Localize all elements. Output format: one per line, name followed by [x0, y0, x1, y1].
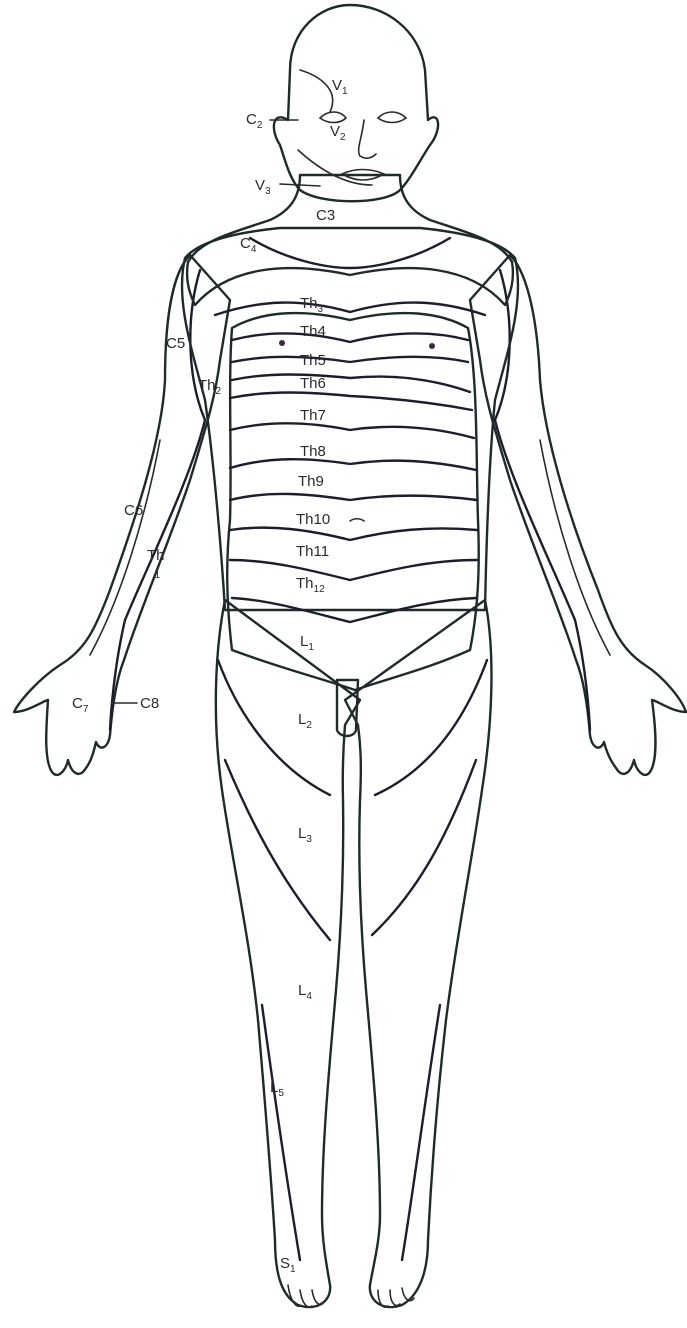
band-th7 [230, 393, 472, 411]
thoracic-region [227, 313, 479, 690]
right-eye [378, 112, 406, 123]
navel [350, 519, 364, 521]
label-v3: V3 [255, 177, 271, 197]
label-l5: L5 [270, 1079, 284, 1099]
label-th12: Th12 [296, 575, 325, 595]
v3-pointer [280, 184, 320, 186]
band-th5 [232, 357, 468, 362]
band-th10 [230, 494, 477, 500]
label-th7: Th7 [300, 407, 326, 424]
cervical-region [187, 175, 513, 305]
right-leg [345, 600, 491, 1307]
band-th4 [232, 333, 468, 342]
left-eye [320, 112, 346, 123]
band-th8 [230, 423, 474, 438]
label-l1: L1 [300, 633, 314, 653]
label-th10: Th10 [296, 511, 330, 528]
right-arm [470, 255, 686, 775]
label-th11: Th11 [296, 543, 329, 560]
label-th6: Th6 [300, 375, 326, 392]
band-th9 [230, 459, 476, 470]
label-c5: C5 [166, 335, 185, 352]
label-c4: C4 [240, 235, 257, 255]
label-th9: Th9 [298, 473, 324, 490]
right-toes [378, 1288, 414, 1307]
left-arm [14, 255, 230, 775]
left-nipple [279, 340, 285, 346]
label-s1: S1 [280, 1255, 296, 1275]
label-c3: C3 [316, 207, 335, 224]
right-l3-boundary [372, 760, 476, 935]
label-v2: V2 [330, 123, 346, 143]
v1-v2-boundary [300, 70, 333, 112]
label-l4: L4 [298, 982, 312, 1002]
band-th3 [215, 303, 485, 315]
left-toes [288, 1285, 324, 1307]
band-th12 [230, 560, 477, 580]
torso-base [182, 228, 518, 610]
c3-c4-boundary [250, 238, 450, 268]
label-l3: L3 [298, 825, 312, 845]
label-th8: Th8 [300, 443, 326, 460]
label-th5: Th5 [300, 352, 326, 369]
label-v1: V1 [332, 77, 348, 97]
legs [216, 600, 492, 1307]
label-l2: L2 [298, 711, 312, 731]
band-th11 [230, 528, 477, 540]
label-c2: C2 [246, 111, 263, 131]
label-c7: C7 [72, 695, 89, 715]
head [274, 5, 438, 201]
left-l2-boundary [218, 660, 330, 795]
thoracic-bands [215, 303, 485, 622]
band-th6 [232, 375, 470, 393]
nose [359, 120, 376, 158]
label-c8: C8 [140, 695, 159, 712]
right-nipple [429, 343, 435, 349]
label-th4: Th4 [300, 323, 326, 340]
left-leg [216, 600, 360, 1307]
label-c6: C6 [124, 502, 143, 519]
